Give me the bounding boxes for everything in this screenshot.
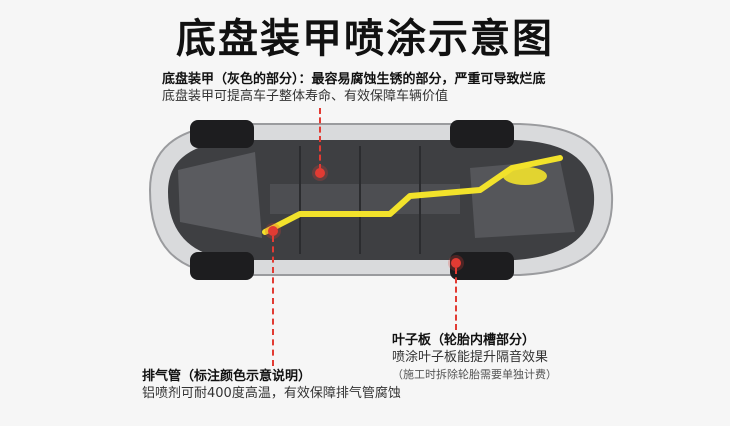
page-title: 底盘装甲喷涂示意图	[176, 16, 554, 62]
armor-leader-line	[319, 108, 321, 170]
engine-cover	[178, 152, 262, 238]
leaf-note-body: 喷涂叶子板能提升隔音效果	[392, 350, 549, 365]
wheels	[190, 120, 514, 280]
wheel-rear-right	[450, 252, 514, 280]
underbody-armor-note: 底盘装甲（灰色的部分）：最容易腐蚀生锈的部分，严重可导致烂底 底盘装甲可提高车子…	[162, 71, 546, 105]
leaf-leader-line	[455, 268, 457, 330]
muffler	[503, 167, 547, 185]
exhaust-note-heading: 排气管（标注颜色示意说明）	[142, 369, 312, 384]
armor-note-heading: 底盘装甲（灰色的部分）：最容易腐蚀生锈的部分，严重可导致烂底	[162, 72, 546, 87]
exhaust-marker	[268, 226, 278, 236]
center-tunnel	[270, 184, 460, 214]
fender-note: 叶子板（轮胎内槽部分） 喷涂叶子板能提升隔音效果 （施工时拆除轮胎需要单独计费）	[392, 332, 557, 383]
wheel-rear-left	[450, 120, 514, 148]
armor-marker	[315, 168, 325, 178]
leaf-note-heading: 叶子板（轮胎内槽部分）	[392, 333, 536, 348]
exhaust-leader-line	[272, 236, 274, 366]
exhaust-pipe	[262, 155, 563, 235]
leaf-marker	[451, 258, 461, 268]
wheel-front-left	[190, 120, 254, 148]
exhaust-note-body: 铝喷剂可耐400度高温，有效保障排气管腐蚀	[142, 386, 401, 401]
leaf-note-sub: （施工时拆除轮胎需要单独计费）	[392, 368, 557, 381]
armor-note-body: 底盘装甲可提高车子整体寿命、有效保障车辆价值	[162, 89, 449, 104]
wheel-front-right	[190, 252, 254, 280]
structural-ribs	[299, 146, 421, 254]
exhaust-note: 排气管（标注颜色示意说明） 铝喷剂可耐400度高温，有效保障排气管腐蚀	[142, 368, 401, 402]
